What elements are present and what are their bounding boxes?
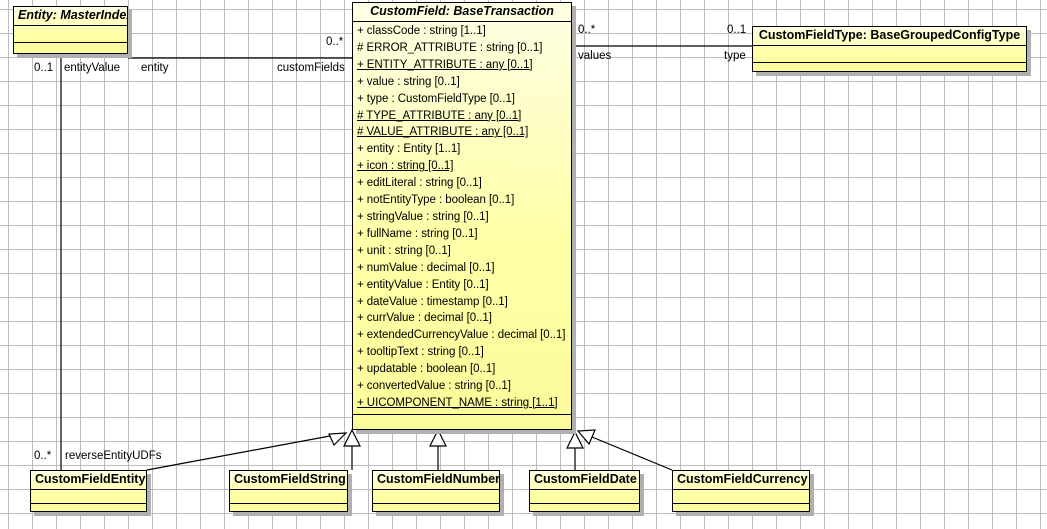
class-operations-customfieldcurrency: [673, 504, 809, 514]
class-entity-masterindex[interactable]: Entity: MasterIndex: [13, 6, 128, 54]
generalization-arrow-customfielddate: [566, 430, 584, 449]
class-attribute: + updatable : boolean [0..1]: [357, 363, 496, 376]
class-customfield-basetransaction[interactable]: CustomField: BaseTransaction + classCode…: [352, 2, 572, 430]
edge-gen-customfieldentity: [146, 432, 347, 471]
class-attribute: + entityValue : Entity [0..1]: [357, 278, 489, 291]
class-attribute: + stringValue : string [0..1]: [357, 210, 489, 223]
class-attribute: + tooltipText : string [0..1]: [357, 346, 484, 359]
class-attribute: + editLiteral : string [0..1]: [357, 177, 482, 190]
class-title-customfieldentity: CustomFieldEntity: [31, 471, 146, 490]
class-operations-customfield-basetransaction: [353, 415, 571, 429]
label-entity-role: entity: [141, 62, 169, 74]
class-attribute: + dateValue : timestamp [0..1]: [357, 295, 508, 308]
label-type-role: type: [724, 50, 746, 62]
class-attribute: + convertedValue : string [0..1]: [357, 380, 511, 393]
class-attribute: + notEntityType : boolean [0..1]: [357, 194, 515, 207]
class-attributes-customfieldnumber: [373, 490, 499, 504]
class-attribute: + value : string [0..1]: [357, 75, 460, 88]
label-customfields-role: customFields: [277, 62, 345, 74]
class-operations-entity-masterindex: [14, 43, 127, 57]
class-title-customfieldcurrency: CustomFieldCurrency: [673, 471, 809, 490]
class-customfieldstring[interactable]: CustomFieldString: [229, 470, 348, 512]
class-attributes-customfieldcurrency: [673, 490, 809, 504]
class-attributes-customfieldstring: [230, 490, 347, 504]
class-operations-customfieldtype: [753, 63, 1026, 75]
class-title-customfield-basetransaction: CustomField: BaseTransaction: [353, 3, 571, 22]
generalization-arrow-customfieldstring: [343, 428, 361, 447]
class-attributes-entity-masterindex: [14, 26, 127, 43]
class-customfieldentity[interactable]: CustomFieldEntity: [30, 470, 147, 512]
label-customfields-multiplicity: 0..*: [326, 36, 344, 48]
class-operations-customfieldentity: [31, 504, 146, 514]
label-entityvalue-role: entityValue: [64, 62, 121, 74]
class-attribute: + icon : string [0..1]: [357, 160, 454, 173]
class-customfieldcurrency[interactable]: CustomFieldCurrency: [672, 470, 810, 512]
class-attribute: + extendedCurrencyValue : decimal [0..1]: [357, 329, 566, 342]
class-attribute: + classCode : string [1..1]: [357, 25, 486, 37]
class-attribute: + unit : string [0..1]: [357, 244, 451, 257]
label-values-role: values: [578, 50, 612, 62]
class-attribute: + fullName : string [0..1]: [357, 227, 478, 240]
class-title-customfieldstring: CustomFieldString: [230, 471, 347, 490]
class-title-customfielddate: CustomFieldDate: [530, 471, 639, 490]
class-customfieldtype-basegroupedconfigtype[interactable]: CustomFieldType: BaseGroupedConfigType: [752, 26, 1027, 72]
label-reverseentityudfs-multiplicity: 0..*: [34, 450, 52, 462]
label-reverseentityudfs-role: reverseEntityUDFs: [65, 450, 162, 462]
class-title-entity-masterindex: Entity: MasterIndex: [14, 7, 127, 26]
edge-gen-customfieldcurrency: [591, 436, 673, 471]
class-attribute: + type : CustomFieldType [0..1]: [357, 92, 515, 105]
class-operations-customfielddate: [530, 504, 639, 514]
class-attributes-customfieldtype: [753, 46, 1026, 63]
class-attribute: + entity : Entity [1..1]: [357, 143, 461, 156]
class-operations-customfieldnumber: [373, 504, 499, 514]
label-values-multiplicity: 0..*: [578, 24, 596, 36]
class-attributes-customfielddate: [530, 490, 639, 504]
class-attribute: + numValue : decimal [0..1]: [357, 261, 495, 274]
class-attributes-customfield-basetransaction: + classCode : string [1..1] # ERROR_ATTRI…: [353, 22, 571, 415]
class-attributes-customfieldentity: [31, 490, 146, 504]
class-attribute: + currValue : decimal [0..1]: [357, 312, 492, 325]
class-title-customfieldnumber: CustomFieldNumber: [373, 471, 499, 490]
generalization-arrow-customfieldentity: [328, 432, 348, 447]
generalization-arrow-customfieldcurrency: [576, 429, 596, 446]
class-customfieldnumber[interactable]: CustomFieldNumber: [372, 470, 500, 512]
class-attribute: # ERROR_ATTRIBUTE : string [0..1]: [357, 41, 543, 54]
class-attribute: + UICOMPONENT_NAME : string [1..1]: [357, 396, 558, 409]
class-title-customfieldtype-basegroupedconfigtype: CustomFieldType: BaseGroupedConfigType: [753, 27, 1026, 46]
class-customfielddate[interactable]: CustomFieldDate: [529, 470, 640, 512]
class-attribute: # TYPE_ATTRIBUTE : any [0..1]: [357, 109, 522, 122]
class-attribute: + ENTITY_ATTRIBUTE : any [0..1]: [357, 58, 533, 71]
class-attribute: # VALUE_ATTRIBUTE : any [0..1]: [357, 126, 529, 139]
class-operations-customfieldstring: [230, 504, 347, 514]
generalization-arrow-customfieldnumber: [429, 428, 447, 447]
label-entityvalue-multiplicity: 0..1: [34, 62, 54, 74]
label-type-multiplicity: 0..1: [727, 24, 747, 36]
